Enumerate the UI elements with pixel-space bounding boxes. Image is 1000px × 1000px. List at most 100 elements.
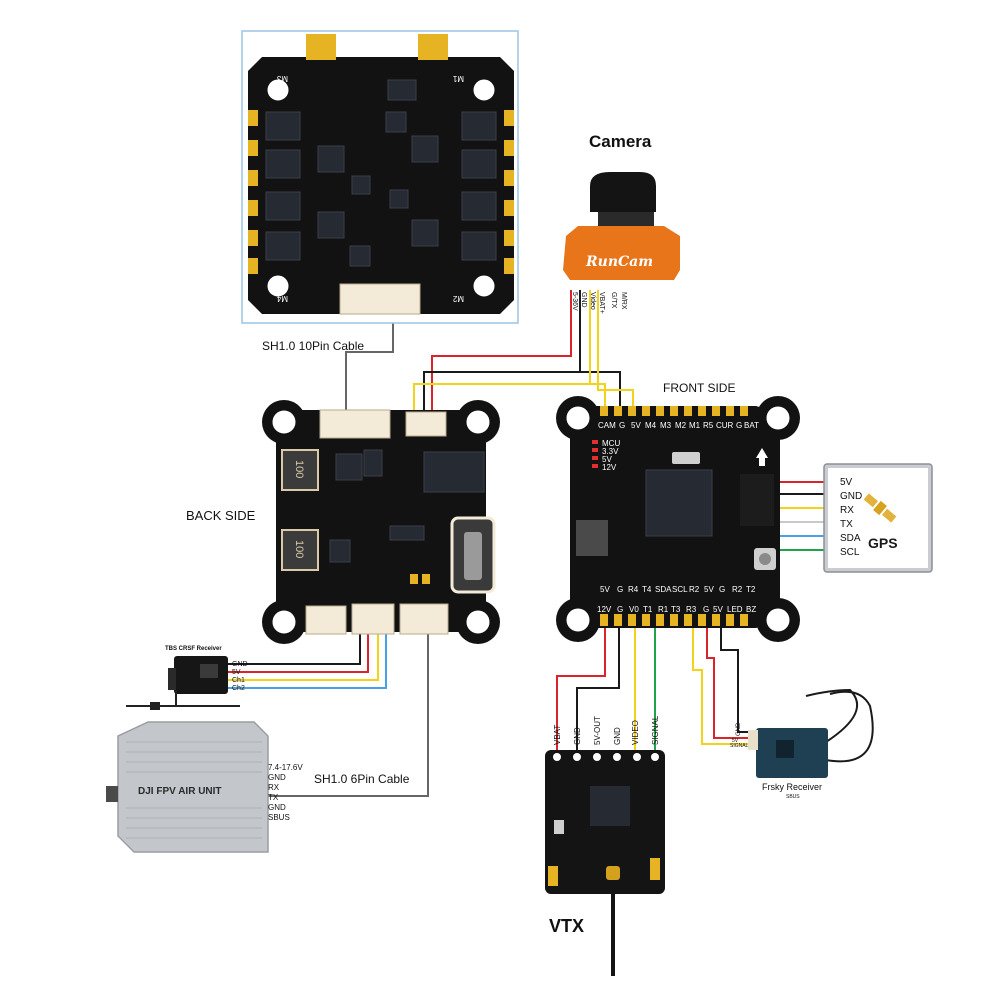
svg-text:VIDEO: VIDEO	[631, 720, 640, 745]
svg-text:MCU: MCU	[602, 439, 620, 448]
front-hole	[565, 607, 591, 633]
satellite-icon	[863, 493, 897, 523]
svg-text:RX: RX	[268, 783, 280, 792]
esc-hole	[472, 78, 496, 102]
back-hole	[271, 609, 297, 635]
svg-text:GND: GND	[580, 292, 587, 308]
svg-text:LED: LED	[727, 605, 743, 614]
svg-text:5V-OUT: 5V-OUT	[593, 716, 602, 745]
front-mcu-chip	[645, 469, 713, 537]
svg-text:M3: M3	[660, 421, 672, 430]
esc-10pin-connector	[339, 283, 421, 315]
front-side-title: FRONT SIDE	[663, 381, 735, 395]
front-hole	[765, 607, 791, 633]
svg-text:Video: Video	[589, 292, 596, 310]
svg-text:SCL: SCL	[672, 585, 688, 594]
svg-text:BZ: BZ	[746, 605, 756, 614]
dji-air-unit: DJI FPV AIR UNIT 7.4-17.6V GND RX TX GND…	[106, 721, 303, 853]
back-inductor	[281, 529, 319, 571]
front-top-pads	[600, 406, 748, 416]
svg-text:VBAT: VBAT	[553, 725, 562, 745]
wire-vtx-vbat	[556, 625, 606, 752]
esc-motor-pads	[248, 110, 514, 274]
svg-text:GND: GND	[613, 727, 622, 745]
svg-text:BAT: BAT	[744, 421, 759, 430]
front-top-pad-labels: CAM G 5V M4 M3 M2 M1 R5 CUR G BAT	[598, 421, 759, 430]
svg-text:T3: T3	[671, 605, 681, 614]
svg-text:SIGNAL: SIGNAL	[730, 743, 749, 749]
back-10pin-connector	[319, 409, 391, 439]
esc-pcb	[248, 57, 514, 314]
wire-frsky-gnd	[720, 625, 748, 733]
svg-text:5V: 5V	[602, 455, 612, 464]
dji-pin-labels: 7.4-17.6V GND RX TX GND SBUS	[268, 763, 303, 822]
gps-label: GPS	[868, 535, 898, 551]
svg-text:GND: GND	[268, 803, 286, 812]
svg-text:G/TX: G/TX	[610, 292, 617, 309]
cable-10pin-label: SH1.0 10Pin Cable	[262, 339, 364, 353]
wire-6pin-cable	[268, 634, 429, 797]
svg-text:M4: M4	[645, 421, 657, 430]
svg-text:R5: R5	[703, 421, 714, 430]
wire-10pin-cable	[345, 322, 394, 412]
svg-text:G: G	[736, 421, 742, 430]
svg-text:5V: 5V	[732, 738, 739, 744]
esc-label-m2: M2	[452, 294, 464, 303]
svg-text:GND: GND	[573, 727, 582, 745]
svg-text:100: 100	[293, 540, 305, 558]
frsky-antenna	[805, 688, 859, 743]
back-connector-left	[305, 605, 347, 635]
front-bottom-row2-labels: 12V G V0 T1 R1 T3 R3 G 5V LED BZ	[597, 605, 756, 614]
svg-text:Ch2: Ch2	[232, 685, 245, 692]
wire-tbs-gnd	[228, 622, 361, 665]
camera-body	[563, 226, 680, 280]
wire-vtx-gnd	[576, 625, 620, 752]
esc-mosfets	[265, 79, 497, 267]
front-direction-arrow-icon	[756, 448, 768, 466]
esc-hole	[472, 274, 496, 298]
svg-text:SDA: SDA	[840, 533, 861, 544]
front-crystal	[672, 452, 700, 464]
esc-label-m1: M1	[452, 74, 464, 83]
wire-tbs-5v	[228, 622, 369, 673]
svg-text:G: G	[619, 421, 625, 430]
svg-text:T1: T1	[643, 605, 653, 614]
svg-text:R2: R2	[732, 585, 743, 594]
wire-camera-gnd	[579, 290, 621, 412]
vtx-pin-labels: VBAT GND 5V-OUT GND VIDEO SIGNAL	[553, 715, 660, 745]
svg-text:GND: GND	[232, 661, 248, 668]
back-side-title: BACK SIDE	[186, 508, 256, 523]
svg-text:7.4-17.6V: 7.4-17.6V	[268, 763, 303, 772]
front-bottom-row1-labels: 5V G R4 T4 SDA SCL R2 5V G R2 T2	[600, 585, 756, 594]
svg-text:VBAT+: VBAT+	[598, 292, 605, 314]
wire-frsky-signal	[692, 625, 748, 745]
esc-label-m4: M4	[276, 294, 288, 303]
camera: Camera RunCam 5-36V GND Video VBAT+ G/TX…	[563, 132, 680, 314]
svg-text:GND: GND	[268, 773, 286, 782]
svg-text:5V: 5V	[600, 585, 610, 594]
back-hole	[465, 609, 491, 635]
wire-camera-vbat	[597, 290, 634, 412]
svg-text:T4: T4	[642, 585, 652, 594]
back-inductor	[281, 449, 319, 491]
front-bottom-pads	[600, 614, 748, 626]
wire-camera-gnd-back	[423, 371, 580, 412]
frsky-label: Frsky Receiver	[762, 782, 822, 792]
svg-text:5V: 5V	[840, 477, 853, 488]
svg-text:TX: TX	[840, 519, 853, 530]
front-power-leds: MCU 3.3V 5V 12V	[592, 439, 620, 472]
camera-lens	[590, 172, 656, 212]
svg-text:M1: M1	[689, 421, 701, 430]
svg-text:CUR: CUR	[716, 421, 734, 430]
back-camera-connector	[405, 411, 447, 437]
svg-text:R4: R4	[628, 585, 639, 594]
svg-text:3.3V: 3.3V	[602, 447, 619, 456]
dji-label: DJI FPV AIR UNIT	[138, 786, 222, 797]
frsky-pin-labels: GND 5V SIGNAL	[730, 722, 749, 749]
svg-text:SIGNAL: SIGNAL	[651, 715, 660, 745]
esc-label-m3: M3	[276, 74, 288, 83]
svg-text:R2: R2	[689, 585, 700, 594]
svg-text:5V: 5V	[713, 605, 723, 614]
svg-text:M/RX: M/RX	[620, 292, 627, 310]
